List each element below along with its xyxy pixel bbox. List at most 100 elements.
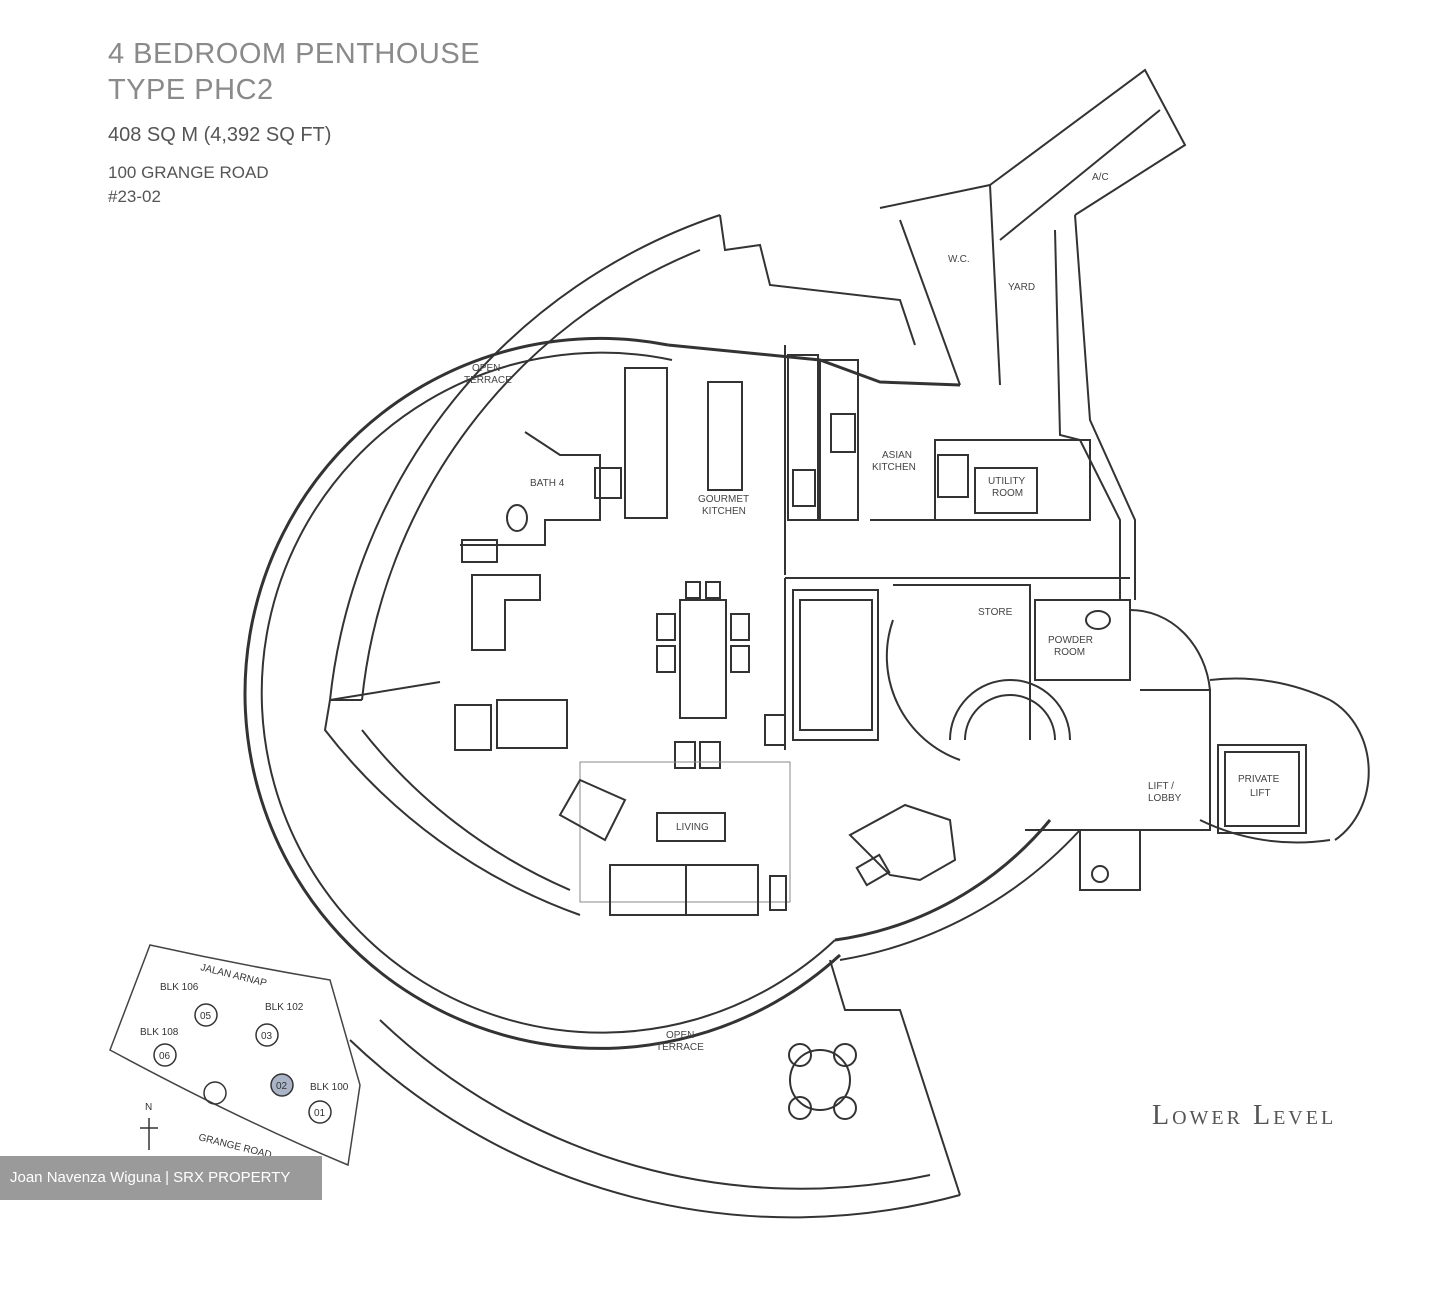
dining-chair bbox=[730, 645, 750, 673]
key-block-104-marker bbox=[203, 1081, 227, 1105]
dining-chair bbox=[705, 581, 721, 599]
dining-chair bbox=[674, 741, 696, 769]
room-label-asian-kitchen: ASIAN bbox=[882, 450, 912, 461]
console-table bbox=[764, 714, 786, 746]
key-unit-01: 01 bbox=[314, 1108, 326, 1119]
room-label-store: STORE bbox=[978, 607, 1013, 618]
terrace-table bbox=[789, 1049, 851, 1111]
terrace-chair bbox=[833, 1043, 857, 1067]
coffee-table bbox=[656, 812, 726, 842]
key-blk108: BLK 108 bbox=[140, 1027, 179, 1038]
lobby-bottom-walls bbox=[1025, 829, 1141, 891]
outer-terrace-arc-left bbox=[329, 214, 721, 701]
main-circle-wall-right bbox=[834, 819, 1052, 942]
room-label-yard: YARD bbox=[1008, 282, 1035, 293]
entertainment-console bbox=[496, 699, 568, 749]
plan-title-line1: 4 BEDROOM PENTHOUSE bbox=[108, 38, 481, 70]
bottom-terrace-arc-inner bbox=[379, 1019, 931, 1190]
room-label-private-lift: PRIVATE bbox=[1238, 774, 1280, 785]
utility-room-box bbox=[974, 467, 1038, 514]
address-line2: #23-02 bbox=[108, 187, 161, 206]
bath4-toilet bbox=[506, 504, 528, 532]
spiral-stair-arc-inner bbox=[964, 694, 1056, 741]
outer-terrace-edge-top bbox=[719, 214, 916, 346]
watermark-credit: Joan Navenza Wiguna | SRX PROPERTY bbox=[0, 1156, 322, 1200]
entertainment-sofa bbox=[471, 574, 541, 651]
key-unit-02: 02 bbox=[276, 1081, 288, 1092]
key-unit-03-marker bbox=[255, 1023, 279, 1047]
entertainment-cabinet bbox=[454, 704, 492, 751]
plan-header: 4 BEDROOM PENTHOUSE TYPE PHC2 408 SQ M (… bbox=[108, 36, 480, 209]
room-label-utility-room: UTILITY bbox=[988, 476, 1026, 487]
lobby-curve-wall bbox=[1129, 608, 1211, 760]
terrace-chair bbox=[788, 1096, 812, 1120]
key-plan-outline bbox=[109, 944, 361, 1167]
dining-chair bbox=[730, 613, 750, 641]
address-line1: 100 GRANGE ROAD bbox=[108, 163, 269, 182]
room-label-bath4: BATH 4 bbox=[530, 478, 565, 489]
terrace-divider bbox=[329, 681, 441, 701]
key-unit-05: 05 bbox=[200, 1011, 212, 1022]
bath4-walls bbox=[460, 431, 601, 546]
room-label-open-terrace-top-2: TERRACE bbox=[464, 375, 512, 386]
spiral-stair-outer bbox=[885, 619, 961, 761]
plan-area: 408 SQ M (4,392 SQ FT) bbox=[108, 124, 332, 146]
yard-wall-right bbox=[1054, 229, 1121, 600]
key-plan: JALAN ARNAP GRANGE ROAD N BLK 106 BLK 10… bbox=[109, 944, 361, 1167]
key-unit-06: 06 bbox=[159, 1051, 171, 1062]
ac-ledge bbox=[989, 68, 1187, 216]
private-lift-car bbox=[1217, 744, 1307, 834]
powder-room-walls bbox=[1034, 599, 1131, 681]
main-circle-wall bbox=[243, 336, 842, 1050]
terrace-to-lobby-arc bbox=[839, 829, 1081, 961]
key-blk106: BLK 106 bbox=[160, 982, 199, 993]
level-label: Lower Level bbox=[1152, 1100, 1337, 1131]
lift-bottom-arc bbox=[1199, 819, 1331, 844]
piano-bench bbox=[855, 853, 891, 887]
stove-icon bbox=[830, 413, 856, 453]
yard-wall-right-outer bbox=[1074, 214, 1136, 600]
asian-kitchen-counter bbox=[819, 359, 859, 521]
bottom-terrace-arc-outer bbox=[349, 1039, 961, 1219]
room-label-ac: A/C bbox=[1092, 172, 1109, 183]
bath4-shower bbox=[461, 539, 498, 563]
key-blk100: BLK 100 bbox=[310, 1082, 349, 1093]
wc-angled-wall bbox=[899, 219, 961, 386]
gourmet-kitchen-counter bbox=[624, 367, 668, 519]
key-unit-05-marker bbox=[194, 1003, 218, 1027]
key-blk102: BLK 102 bbox=[265, 1002, 304, 1013]
powder-room-toilet bbox=[1085, 610, 1111, 630]
room-label-gourmet-kitchen: GOURMET bbox=[698, 494, 749, 505]
inner-terrace-arc-left bbox=[361, 249, 701, 701]
lobby-walls bbox=[1140, 689, 1211, 831]
room-label-open-terrace-bottom-2: TERRACE bbox=[656, 1042, 704, 1053]
dining-chair bbox=[685, 581, 701, 599]
ac-ledge-inner bbox=[999, 109, 1161, 241]
key-road-top: JALAN ARNAP bbox=[199, 962, 268, 989]
key-unit-06-marker bbox=[153, 1043, 177, 1067]
grand-piano bbox=[848, 803, 957, 882]
dining-chair bbox=[656, 645, 676, 673]
room-label-open-terrace-top: OPEN bbox=[472, 363, 500, 374]
stair-inner bbox=[799, 599, 873, 731]
spiral-stair-arc bbox=[949, 679, 1071, 741]
outer-terrace-arc-lowerleft bbox=[323, 699, 581, 916]
private-lift-car-inner bbox=[1224, 751, 1300, 827]
dining-table bbox=[679, 599, 727, 719]
lift-top-arc bbox=[1209, 677, 1331, 701]
gourmet-stove-icon bbox=[792, 469, 816, 507]
kitchen-appliance-run bbox=[787, 354, 819, 521]
bottom-terrace-edge-right bbox=[829, 959, 961, 1196]
room-label-powder-room-2: ROOM bbox=[1054, 647, 1085, 658]
key-unit-01-marker bbox=[308, 1100, 332, 1124]
terrace-chair bbox=[833, 1096, 857, 1120]
dining-chair bbox=[656, 613, 676, 641]
bath4-basin bbox=[594, 467, 622, 499]
armchair bbox=[558, 778, 627, 842]
kitchen-top-wall bbox=[667, 343, 961, 387]
key-north-label: N bbox=[145, 1102, 152, 1113]
inner-terrace-arc-lowerleft bbox=[361, 729, 571, 891]
key-unit-03: 03 bbox=[261, 1031, 273, 1042]
room-label-gourmet-kitchen-2: KITCHEN bbox=[702, 506, 746, 517]
terrace-chair bbox=[788, 1043, 812, 1067]
